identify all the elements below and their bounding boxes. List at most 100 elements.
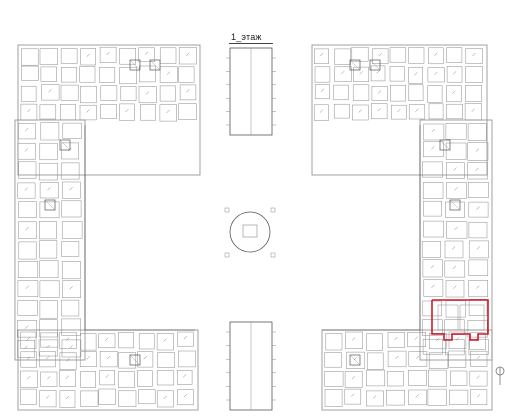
room (449, 389, 469, 405)
room (387, 350, 407, 368)
room (98, 388, 116, 405)
room-mark (166, 109, 170, 114)
room-mark (452, 71, 457, 75)
room-mark (452, 246, 456, 250)
room-mark (397, 109, 401, 113)
column-marker (224, 207, 230, 213)
room-mark (377, 107, 381, 112)
room-mark (352, 337, 356, 341)
room-mark (183, 374, 187, 378)
room (39, 300, 58, 319)
stair-core (349, 354, 361, 366)
room (407, 332, 426, 348)
room (444, 319, 465, 335)
room-mark (415, 394, 419, 398)
room-mark (125, 108, 129, 113)
selected-apartment-room (437, 304, 459, 331)
room (137, 351, 154, 368)
room (138, 86, 157, 104)
floor-label: 1_этаж (231, 32, 262, 42)
room (445, 142, 467, 160)
room (138, 47, 155, 63)
room (59, 370, 76, 387)
room (39, 351, 56, 368)
room (17, 261, 39, 278)
room (61, 261, 81, 280)
room (59, 352, 77, 370)
room-mark (105, 374, 109, 378)
room (18, 161, 37, 179)
room (408, 389, 427, 406)
room (446, 66, 463, 83)
apartment-rooms (17, 46, 489, 408)
stair-core (59, 139, 71, 151)
room-mark (65, 395, 70, 400)
room (446, 85, 462, 103)
room-mark (163, 338, 167, 342)
selected-apartment-outline[interactable] (431, 299, 489, 341)
room (20, 85, 37, 102)
room-mark (106, 355, 111, 360)
room-mark (415, 108, 419, 112)
room (179, 84, 197, 101)
room-mark (183, 394, 188, 398)
room (80, 390, 99, 407)
room-mark (476, 394, 481, 398)
inner-wall-right (322, 125, 421, 331)
room-mark (394, 336, 398, 341)
room (446, 47, 463, 63)
room-mark (475, 148, 480, 152)
room (20, 103, 38, 121)
room-mark (453, 167, 457, 171)
room (38, 339, 58, 357)
room-mark (475, 167, 479, 171)
room (139, 65, 156, 83)
room (423, 200, 442, 217)
room (444, 260, 466, 278)
room (427, 67, 445, 83)
selected-apartment-highlight[interactable] (431, 299, 489, 341)
room (467, 123, 487, 141)
stair-hatch (129, 354, 141, 366)
room (422, 259, 443, 278)
room (178, 66, 195, 83)
room (156, 370, 175, 386)
room (17, 143, 36, 160)
room-mark (395, 355, 399, 360)
room (324, 389, 343, 407)
room (408, 351, 428, 367)
room (100, 85, 118, 101)
room (138, 333, 155, 350)
room (39, 221, 57, 240)
room (40, 122, 60, 141)
room (99, 46, 117, 63)
room-mark (373, 395, 377, 399)
room (98, 333, 116, 349)
room-mark (476, 375, 480, 379)
room-mark (69, 286, 73, 290)
room-mark (435, 337, 440, 342)
room (446, 103, 463, 120)
room (445, 339, 465, 356)
stair-core (149, 59, 161, 71)
room (120, 86, 137, 101)
room (79, 66, 96, 83)
room (351, 46, 369, 62)
room (468, 221, 488, 239)
room-mark (27, 108, 31, 113)
room (423, 220, 444, 238)
wing-outline (17, 44, 201, 176)
stair-core (449, 199, 461, 211)
room (370, 65, 386, 82)
stair-core (349, 59, 361, 71)
room (468, 299, 488, 316)
wing-outline (419, 119, 493, 361)
room (61, 67, 77, 83)
room (428, 47, 444, 65)
selected-apartment-room (459, 304, 485, 331)
room (408, 47, 425, 64)
room (333, 103, 350, 119)
room (371, 86, 388, 101)
room-mark (454, 226, 458, 231)
room (448, 350, 467, 368)
